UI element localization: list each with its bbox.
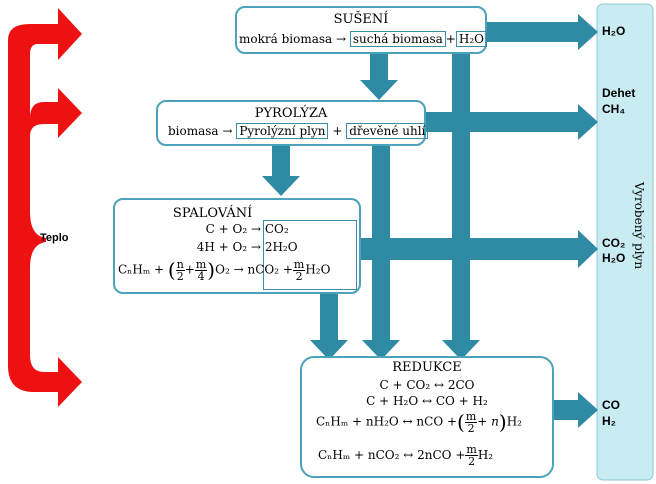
pyrolysis-plus: + [332,124,343,138]
pyrolysis-product-gas: Pyrolýzní plyn [236,123,329,139]
drying-box: SUŠENÍ mokrá biomasa → suchá biomasa+H₂O [235,6,487,54]
combustion-eq1-right: CO₂ [264,222,289,236]
reduction-eq4-m: m [465,443,478,456]
pyrolysis-box: PYROLÝZA biomasa → Pyrolýzní plyn + dřev… [156,100,429,146]
combustion-eq3-water: H₂O [305,262,331,277]
reduction-eq3-two: 2 [467,421,475,435]
drying-product-dry-biomass: suchá biomasa [349,31,446,47]
combustion-eq3-two: 2 [176,269,184,283]
combustion-title: SPALOVÁNÍ [172,206,253,221]
pyrolysis-product-charcoal: dřevěné uhlí [346,123,429,139]
pyrolysis-input: biomasa [168,124,219,138]
reduction-eq3-h2: H₂ [506,414,522,429]
combustion-eq3-n: n [175,257,185,271]
reduction-box: REDUKCE C + CO₂ ↔ 2CO C + H₂O ↔ CO + H₂ … [300,356,554,478]
combustion-eq3-four: 4 [197,269,205,283]
pyrolysis-title: PYROLÝZA [254,106,328,121]
combustion-eq3-oxygen: O₂ → [215,262,244,277]
reduction-eq3-plus-n: + n [477,414,499,429]
combustion-eq3-plus: + [184,262,195,277]
flow-arrows [262,14,598,428]
output-h2: H₂ [602,414,616,428]
drying-product-water: H₂O [455,31,487,47]
heat-brace [8,8,82,407]
output-water: H₂O [602,24,626,38]
reduction-eq1: C + CO₂ ↔ 2CO [379,378,475,392]
drying-arrow: → [336,32,347,46]
combustion-eq1: C + O₂ → CO₂ [179,222,349,236]
output-co: CO [602,398,620,412]
produced-gas-label: Vyrobený plyn [632,182,646,270]
drying-input: mokrá biomasa [239,32,333,46]
combustion-products-frame [263,220,357,290]
heat-label: Teplo [40,232,69,244]
output-methane: CH₄ [602,102,626,116]
heat-arrow-top [58,8,82,60]
reduction-eq4-left: CₙHₘ + nCO₂ ↔ 2nCO + [318,448,466,462]
reduction-title: REDUKCE [392,360,462,375]
pyrolysis-reaction: biomasa → Pyrolýzní plyn + dřevěné uhlí [168,123,429,139]
drying-title: SUŠENÍ [333,12,389,27]
reduction-eq4-two: 2 [468,455,476,468]
combustion-box: SPALOVÁNÍ C + O₂ → CO₂ 4H + O₂ → 2H₂O Cₙ… [113,198,361,294]
output-co2: CO₂ [602,236,626,250]
combustion-eq3-reactant: CₙHₘ + [118,262,168,277]
combustion-eq3-m: m [194,257,208,271]
heat-arrow-pyrolysis [58,88,82,138]
combustion-eq2: 4H + O₂ → 2H₂O [179,240,349,254]
reduction-eq3-m: m [464,409,478,423]
combustion-eq2-right: 2H₂O [264,240,298,254]
combustion-eq3-right-m: m [292,257,306,271]
combustion-eq1-left: C + O₂ → [205,222,261,236]
reduction-eq3-left: CₙHₘ + nH₂O ↔ nCO + [316,414,458,429]
reduction-eq4-h2: H₂ [477,448,494,462]
reduction-eq2: C + H₂O ↔ CO + H₂ [366,394,488,408]
drying-reaction: mokrá biomasa → suchá biomasa+H₂O [239,31,487,47]
combustion-eq3-co2: nCO₂ + [247,262,293,277]
combustion-eq2-left: 4H + O₂ → [196,240,261,254]
drying-plus: + [445,32,456,46]
output-water-2: H₂O [602,251,626,265]
output-tar: Dehet [602,86,636,100]
combustion-eq3-right-two: 2 [295,269,303,283]
heat-arrow-bottom [58,357,82,407]
pyrolysis-arrow: → [222,124,233,138]
produced-gas-panel [596,3,654,481]
